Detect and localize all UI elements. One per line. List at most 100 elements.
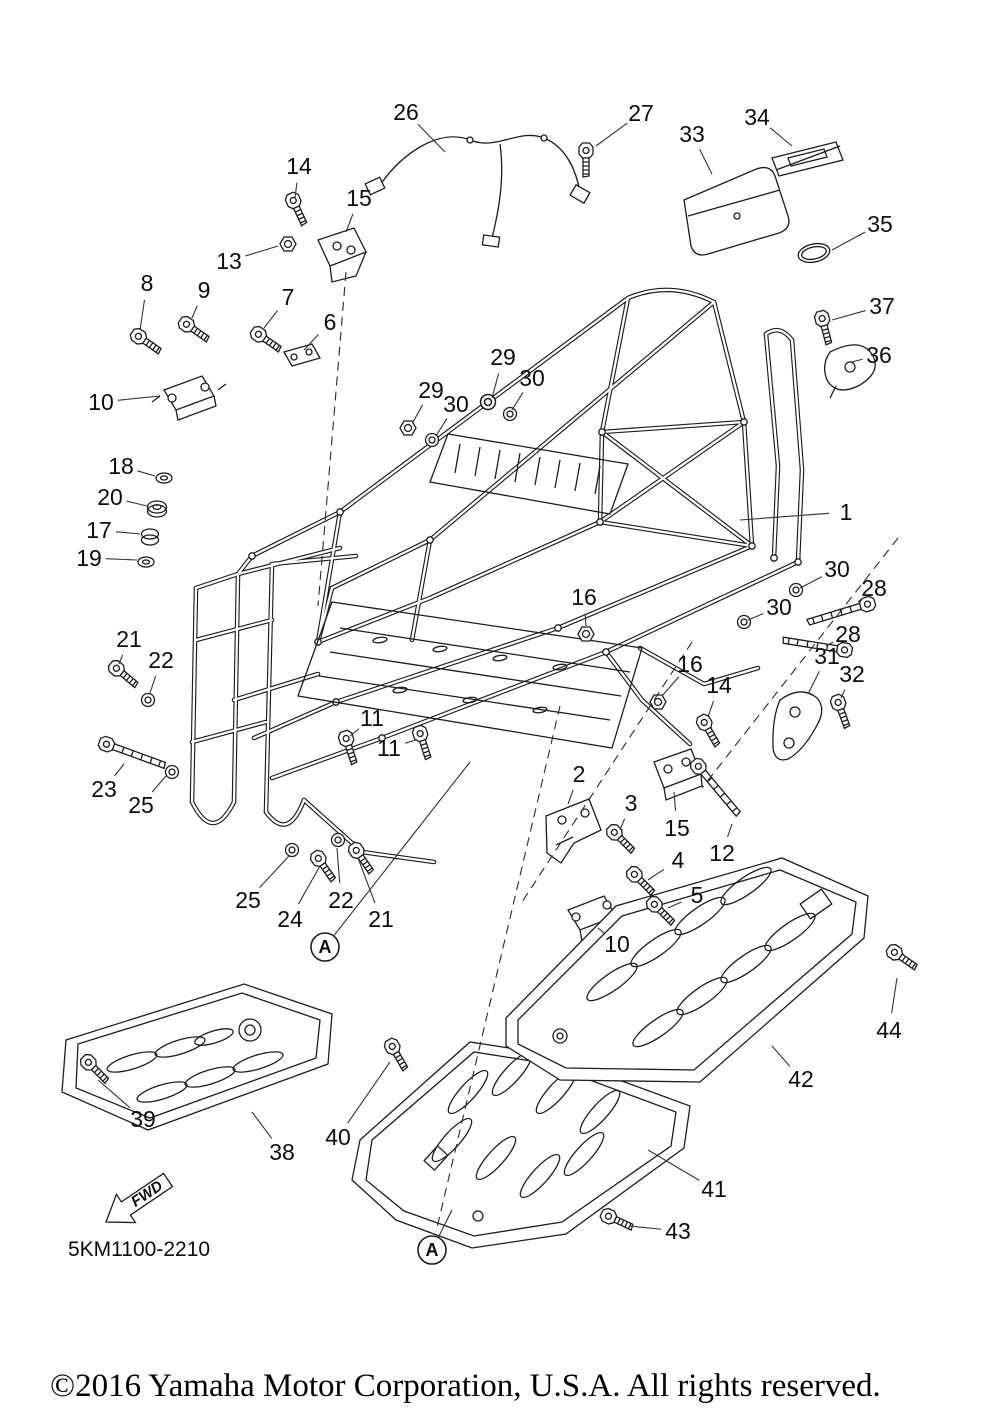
callout-16: 16 <box>571 584 597 610</box>
callout-leader <box>118 654 124 665</box>
callout-27: 27 <box>628 100 654 126</box>
section-marker-circle <box>310 932 340 962</box>
callout-leader <box>747 613 764 621</box>
callout-leader <box>336 847 341 884</box>
callout-30: 30 <box>519 365 545 391</box>
callout-38: 38 <box>269 1139 295 1165</box>
callout-28: 28 <box>861 575 887 601</box>
callout-leader <box>661 676 680 697</box>
doc-code: 5KM1100-2210 <box>68 1238 210 1261</box>
bolt <box>598 1206 637 1235</box>
callout-leader <box>807 670 820 695</box>
callout-leader <box>349 728 360 737</box>
callout-14: 14 <box>706 672 732 698</box>
callout-leader <box>137 470 156 477</box>
bolt <box>127 325 165 358</box>
callout-2: 2 <box>573 761 586 787</box>
bolt <box>578 142 594 178</box>
callout-leader <box>251 1111 273 1139</box>
callout-leader <box>673 791 677 812</box>
section-marker-circle <box>417 1235 447 1265</box>
callout-21: 21 <box>116 626 142 652</box>
callout-leader <box>97 1079 131 1109</box>
bolt <box>175 313 213 346</box>
rear-rack-panel <box>429 433 629 515</box>
callout-9: 9 <box>198 277 211 303</box>
bolt <box>812 308 837 347</box>
callout-3: 3 <box>625 790 638 816</box>
callout-4: 4 <box>672 847 685 873</box>
callout-leader <box>151 775 167 793</box>
nut <box>279 236 297 252</box>
bolt <box>105 657 142 692</box>
wiring-harness <box>364 134 591 248</box>
copyright-text: ©2016 Yamaha Motor Corporation, U.S.A. A… <box>50 1368 881 1404</box>
callout-leader <box>139 299 146 331</box>
callout-leader <box>191 305 198 319</box>
callout-leader <box>511 392 524 411</box>
bolt <box>623 863 659 899</box>
bolt <box>410 723 436 762</box>
washer-stack <box>137 472 173 568</box>
callout-leader <box>114 763 125 777</box>
callout-10: 10 <box>604 931 630 957</box>
callout-leader <box>831 231 866 251</box>
callout-6: 6 <box>324 309 337 335</box>
washer <box>479 393 497 411</box>
callout-44: 44 <box>876 1017 902 1043</box>
callout-8: 8 <box>141 270 154 296</box>
callout-32: 32 <box>839 661 865 687</box>
callout-leader <box>117 395 161 401</box>
section-marker-A: A <box>319 937 332 957</box>
callout-leader <box>345 213 354 233</box>
callout-31: 31 <box>814 643 840 669</box>
callout-25: 25 <box>235 887 261 913</box>
callout-leader <box>405 739 417 744</box>
callout-leader <box>597 927 605 934</box>
callout-34: 34 <box>744 104 770 130</box>
callout-23: 23 <box>91 776 117 802</box>
callout-29: 29 <box>418 377 444 403</box>
callout-leader <box>294 182 298 199</box>
callout-leader <box>126 500 148 507</box>
callout-leader <box>647 868 665 881</box>
callout-24: 24 <box>277 906 303 932</box>
callout-22: 22 <box>148 647 174 673</box>
callout-leader <box>647 1149 700 1181</box>
arm-bracket <box>772 691 823 761</box>
callout-leader <box>105 558 138 561</box>
callout-1: 1 <box>840 499 853 525</box>
callout-16: 16 <box>677 651 703 677</box>
washer <box>140 692 156 708</box>
callout-19: 19 <box>76 545 102 571</box>
callout-leader <box>149 675 157 694</box>
marker-leader <box>333 761 471 937</box>
callout-7: 7 <box>282 284 295 310</box>
callout-leader <box>619 818 626 831</box>
washer <box>284 842 300 858</box>
callout-18: 18 <box>108 453 134 479</box>
washer <box>736 614 752 630</box>
callout-leader <box>699 148 713 175</box>
callout-39: 39 <box>130 1106 156 1132</box>
frame-detail <box>61 134 876 1249</box>
callout-leader <box>825 641 834 647</box>
callout-leader <box>851 358 863 363</box>
nut <box>399 420 417 436</box>
bolt <box>828 692 855 731</box>
bolt <box>247 323 285 356</box>
bracket-plate <box>545 798 602 864</box>
engine-mount-left <box>151 375 227 421</box>
callout-28: 28 <box>835 621 861 647</box>
callout-15: 15 <box>664 815 690 841</box>
assembly-axis-lines <box>317 271 899 1233</box>
callout-26: 26 <box>393 99 419 125</box>
callout-37: 37 <box>869 293 895 319</box>
callout-leader <box>840 689 846 699</box>
callout-leader <box>357 857 376 904</box>
marker-leader <box>437 1209 453 1238</box>
callout-leader <box>347 1061 391 1124</box>
callout-43: 43 <box>665 1218 691 1244</box>
